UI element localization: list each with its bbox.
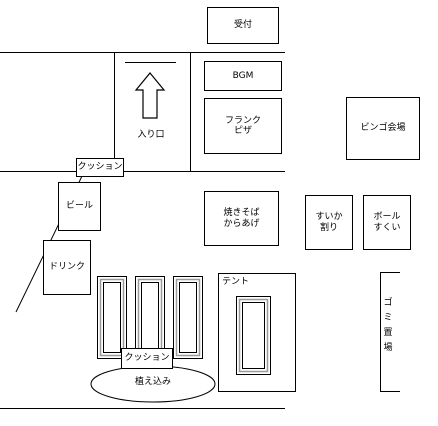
bench-table-3 xyxy=(173,276,203,359)
bench-table-1 xyxy=(97,276,127,359)
ball-sukui-booth: ボール すくい xyxy=(363,195,411,250)
bingo-hall: ビンゴ会場 xyxy=(346,97,420,160)
cushion-top-label: クッション xyxy=(77,162,123,173)
bgm-label: BGM xyxy=(232,70,254,81)
planting-label: 植え込み xyxy=(134,377,171,387)
beer-booth: ビール xyxy=(58,182,101,231)
cushion-bottom-label: クッション xyxy=(124,353,170,364)
bgm-booth: BGM xyxy=(204,61,282,91)
garbage-area-label: ゴ ミ 置 場 xyxy=(383,298,393,353)
suika-wari-booth: すいか 割り xyxy=(305,195,353,250)
bench-table-2 xyxy=(135,276,165,359)
franks-pizza-label: フランク ピザ xyxy=(224,115,261,136)
tent-label: テント xyxy=(222,277,250,287)
drink-booth: ドリンク xyxy=(43,240,91,295)
cushion-bottom: クッション xyxy=(121,348,173,369)
reception-label: 受付 xyxy=(233,20,252,31)
beer-label: ビール xyxy=(65,201,93,212)
yakisoba-karaage-booth: 焼きそば からあげ xyxy=(204,191,279,246)
up-arrow-icon xyxy=(134,72,166,119)
tent-area xyxy=(218,273,296,392)
ball-sukui-label: ボール すくい xyxy=(373,212,401,233)
garbage-area-bracket xyxy=(380,272,400,392)
suika-wari-label: すいか 割り xyxy=(315,212,343,233)
bingo-hall-label: ビンゴ会場 xyxy=(360,123,406,134)
franks-pizza-booth: フランク ピザ xyxy=(204,98,282,154)
yakisoba-karaage-label: 焼きそば からあげ xyxy=(223,208,260,229)
cushion-top: クッション xyxy=(76,158,124,177)
entrance-label: 入り口 xyxy=(137,130,165,140)
drink-label: ドリンク xyxy=(48,262,85,273)
reception-booth: 受付 xyxy=(207,7,279,44)
